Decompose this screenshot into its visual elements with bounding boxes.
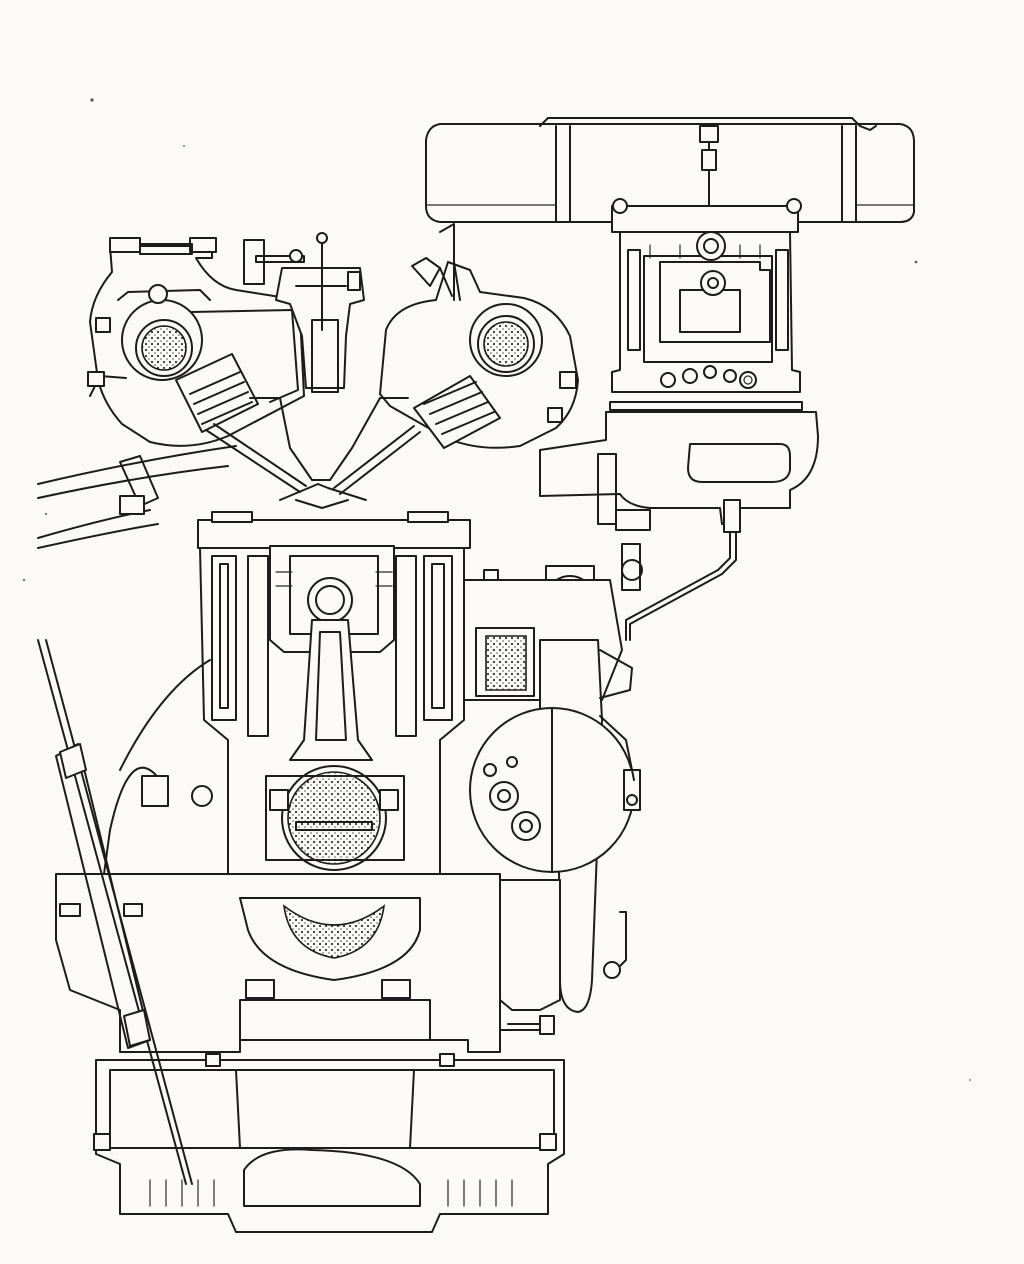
crankcase — [55, 659, 527, 1053]
carburetor — [609, 198, 803, 411]
right-cylinder-head — [333, 223, 579, 495]
dipstick — [37, 639, 193, 1185]
oil-filter-bracket — [499, 879, 561, 1035]
exhaust-pipes — [37, 445, 237, 549]
piston — [269, 545, 395, 653]
cylinder-block-deck — [197, 397, 471, 549]
scan-specks — [22, 98, 971, 1081]
oil-pan — [93, 1053, 565, 1233]
left-cylinder-head — [87, 237, 307, 493]
air-cleaner-housing — [425, 117, 915, 223]
intake-manifold — [539, 411, 819, 641]
distributor-assembly — [243, 232, 365, 393]
connecting-rod — [265, 619, 405, 871]
alternator — [469, 707, 641, 979]
